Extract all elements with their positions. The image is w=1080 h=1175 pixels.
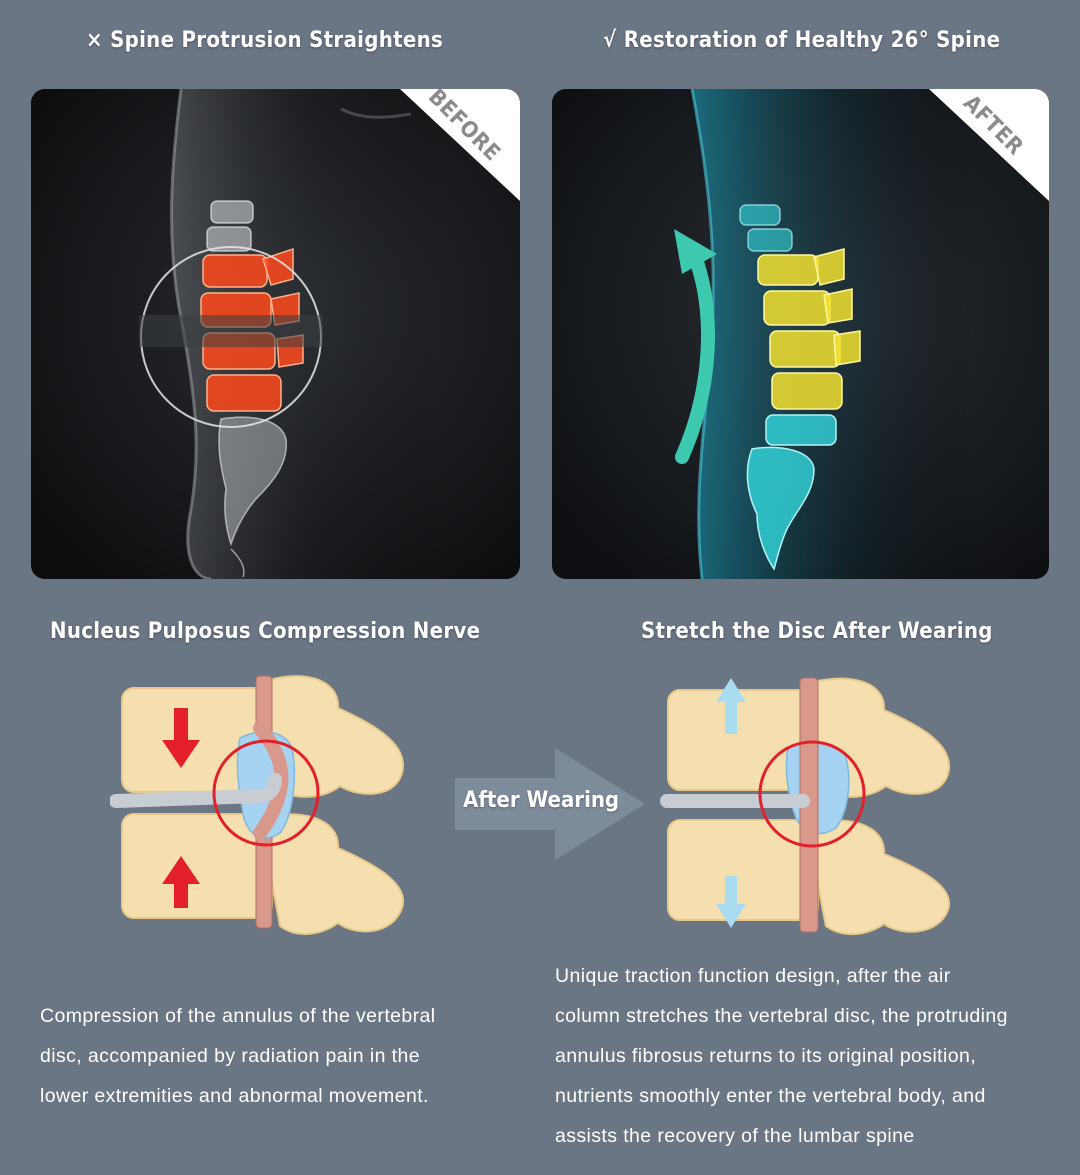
after-xray-panel: AFTER <box>552 89 1049 579</box>
right-arrow-icon <box>455 748 645 860</box>
stretched-disc-illustration <box>660 677 951 936</box>
after-heading: √ Restoration of Healthy 26° Spine <box>603 28 1001 53</box>
stretch-line: annulus fibrosus returns to its original… <box>555 1045 977 1067</box>
before-xray-panel: BEFORE <box>31 89 520 579</box>
stretch-heading: Stretch the Disc After Wearing <box>641 619 993 644</box>
stretch-line: Unique traction function design, after t… <box>555 965 951 987</box>
stretch-line: column stretches the vertebral disc, the… <box>555 1005 1008 1027</box>
stretch-description: Unique traction function design, after t… <box>555 956 1008 1156</box>
stretch-arrow-icon <box>716 678 746 928</box>
after-wearing-arrow: After Wearing <box>455 748 650 860</box>
compression-description: Compression of the annulus of the verteb… <box>40 996 436 1116</box>
compression-line: lower extremities and abnormal movement. <box>40 1085 429 1107</box>
stretch-line: nutrients smoothly enter the vertebral b… <box>555 1085 986 1107</box>
compression-arrow-icon <box>162 708 200 908</box>
after-wearing-label: After Wearing <box>463 788 620 813</box>
after-corner-ribbon: AFTER <box>929 89 1049 201</box>
after-xray-image <box>552 89 1049 579</box>
compression-heading: Nucleus Pulposus Compression Nerve <box>50 619 481 644</box>
compression-line: Compression of the annulus of the verteb… <box>40 1005 436 1027</box>
curved-up-arrow-icon <box>674 229 717 464</box>
compression-line: disc, accompanied by radiation pain in t… <box>40 1045 420 1067</box>
stretch-line: assists the recovery of the lumbar spine <box>555 1125 915 1147</box>
before-corner-ribbon: BEFORE <box>400 89 520 201</box>
compressed-disc-illustration <box>110 675 405 935</box>
before-heading: × Spine Protrusion Straightens <box>86 28 444 53</box>
